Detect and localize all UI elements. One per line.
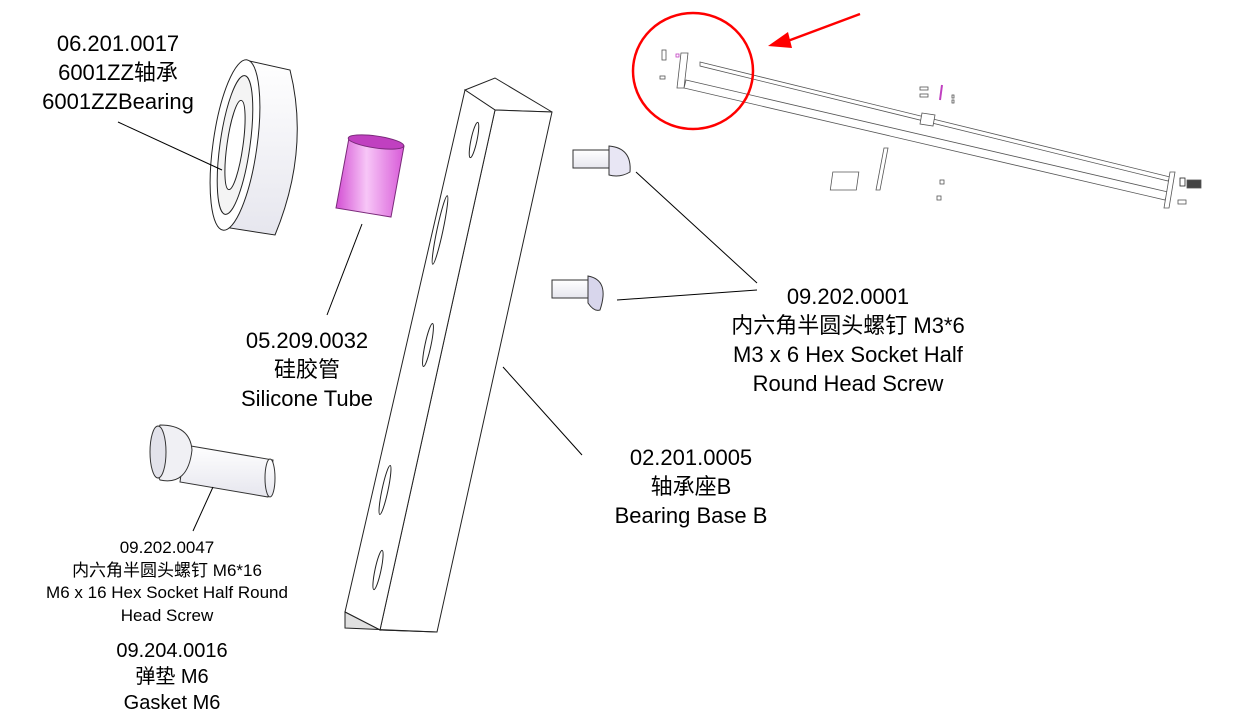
part-name-cn: 6001ZZ轴承 — [58, 60, 178, 85]
leader-lines — [117, 121, 758, 532]
assembly-overview — [659, 49, 1202, 209]
part-code: 09.204.0016 — [116, 640, 228, 662]
part-code: 02.201.0005 — [629, 445, 753, 470]
part-name-cn: 内六角半圆头螺钉 M6*16 — [72, 560, 262, 580]
highlight-arrow — [784, 12, 861, 44]
part-code: 06.201.0017 — [56, 31, 180, 56]
part-name-cn: 内六角半圆头螺钉 M3*6 — [731, 313, 965, 338]
highlight-annotation — [631, 11, 861, 131]
part-name-en: Bearing Base B — [614, 503, 768, 528]
silicone-tube-part — [335, 134, 405, 218]
label-gasket: 09.204.0016 弹垫 M6 Gasket M6 — [116, 638, 227, 713]
part-code: 05.209.0032 — [245, 328, 369, 353]
m6-screw-part — [149, 424, 276, 498]
part-name-en: Gasket M6 — [123, 692, 221, 713]
part-name-en: M6 x 16 Hex Socket Half Round — [46, 583, 288, 602]
part-code: 09.202.0047 — [119, 538, 215, 557]
part-name-cn: 硅胶管 — [273, 357, 340, 382]
part-name-en: Silicone Tube — [240, 386, 374, 411]
label-bearing: 06.201.0017 6001ZZ轴承 6001ZZBearing — [42, 29, 194, 116]
arrow-head-icon — [768, 32, 792, 48]
label-bearing-base: 02.201.0005 轴承座B Bearing Base B — [615, 443, 768, 530]
part-code: 09.202.0001 — [786, 284, 910, 309]
part-name-en-cont: Head Screw — [120, 605, 214, 625]
label-m6-screw: 09.202.0047 内六角半圆头螺钉 M6*16 M6 x 16 Hex S… — [46, 537, 288, 627]
bearing-base-part — [344, 77, 553, 633]
label-silicone-tube: 05.209.0032 硅胶管 Silicone Tube — [241, 326, 373, 413]
highlight-circle — [631, 11, 755, 131]
part-name-en: M3 x 6 Hex Socket Half — [733, 342, 963, 367]
m3-screw-part — [551, 145, 631, 311]
part-name-en-cont: Round Head Screw — [752, 371, 944, 396]
label-m3-screw: 09.202.0001 内六角半圆头螺钉 M3*6 M3 x 6 Hex Soc… — [731, 282, 964, 398]
part-name-en: 6001ZZBearing — [42, 89, 194, 114]
bearing-part — [209, 59, 298, 236]
part-name-cn: 弹垫 M6 — [135, 666, 209, 688]
part-name-cn: 轴承座B — [650, 474, 732, 499]
